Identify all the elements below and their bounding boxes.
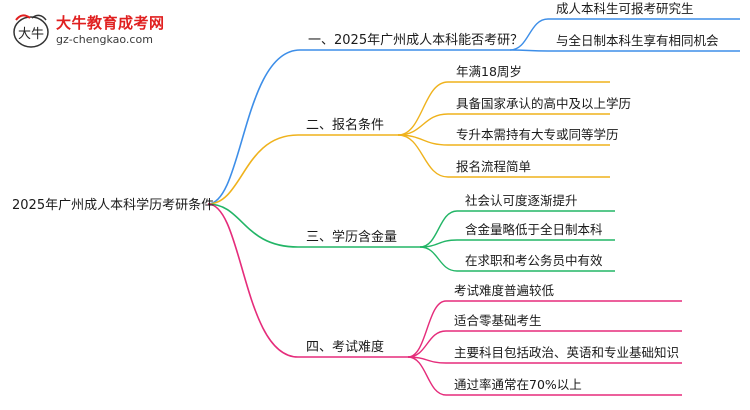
root-node[interactable]: 2025年广州成人本科学历考研条件: [12, 197, 214, 213]
leaf-node[interactable]: 通过率通常在70%以上: [454, 377, 582, 392]
branch-child-edge: [419, 210, 458, 248]
branch-child-edge: [407, 356, 447, 396]
leaf-node[interactable]: 与全日制本科生享有相同机会: [556, 33, 719, 48]
mindmap-edges: [207, 18, 740, 396]
root-branch-edge: [207, 203, 299, 248]
branch-child-edge: [397, 113, 449, 136]
branch-child-edge: [407, 300, 447, 358]
leaf-node[interactable]: 社会认可度逐渐提升: [465, 193, 578, 208]
branch-child-edge: [509, 18, 549, 51]
leaf-node[interactable]: 在求职和考公务员中有效: [465, 253, 603, 268]
leaf-node[interactable]: 专升本需持有大专或同等学历: [456, 127, 619, 142]
root-branch-edge: [207, 203, 299, 358]
leaf-node[interactable]: 考试难度普遍较低: [454, 283, 555, 298]
mindmap-nodes: 一、2025年广州成人本科能否考研？ 成人本科生可报考研究生与全日制本科生享有相同…: [306, 1, 719, 392]
branch-node[interactable]: 三、学历含金量: [306, 229, 397, 245]
leaf-node[interactable]: 主要科目包括政治、英语和专业基础知识: [454, 345, 679, 360]
branch-child-edge: [407, 330, 447, 358]
branch-node[interactable]: 二、报名条件: [306, 117, 384, 133]
branch-child-edge: [397, 134, 449, 178]
logo-title: 大牛教育成考网: [56, 14, 165, 32]
leaf-node[interactable]: 适合零基础考生: [454, 313, 542, 328]
leaf-node[interactable]: 含金量略低于全日制本科: [465, 222, 603, 237]
logo-url: gz-chengkao.com: [56, 33, 153, 46]
logo-mark-text: 大牛: [18, 27, 44, 42]
branch-child-edge: [509, 49, 549, 52]
branch-node[interactable]: 一、2025年广州成人本科能否考研？: [308, 33, 523, 48]
branch-node[interactable]: 四、考试难度: [306, 339, 384, 355]
site-logo[interactable]: 大牛 大牛教育成考网 gz-chengkao.com: [4, 4, 174, 54]
leaf-node[interactable]: 成人本科生可报考研究生: [556, 1, 694, 16]
leaf-node[interactable]: 年满18周岁: [456, 64, 522, 79]
branch-child-edge: [419, 246, 458, 272]
root-branch-edge: [207, 49, 301, 205]
branch-child-edge: [397, 81, 449, 136]
leaf-node[interactable]: 具备国家承认的高中及以上学历: [456, 96, 631, 111]
root-branch-edge: [207, 134, 299, 205]
leaf-node[interactable]: 报名流程简单: [456, 159, 531, 174]
bull-logo-icon: 大牛: [13, 14, 49, 48]
